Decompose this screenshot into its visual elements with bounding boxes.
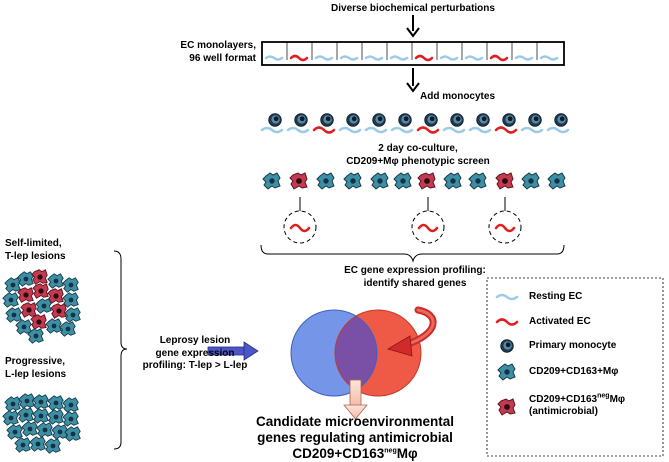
coculture-line2: CD209+Mφ phenotypic screen <box>346 156 490 167</box>
progressive-label: Progressive, L-lep lesions <box>5 355 66 381</box>
ec-profiling-label: EC gene expression profiling: identify s… <box>320 264 510 290</box>
ec-profiling-line2: identify shared genes <box>363 278 467 289</box>
candidate-line3: CD209+CD163negMφ <box>205 446 505 462</box>
well-plate <box>261 41 565 66</box>
leprosy-line1: Leprosy lesion <box>159 335 231 346</box>
candidate-line3-sup: neg <box>384 447 397 455</box>
candidate-genes-label: Candidate microenvironmental genes regul… <box>205 414 505 462</box>
selected-wells <box>283 197 522 244</box>
plate-label: EC monolayers, 96 well format <box>146 39 256 65</box>
progressive-line1: Progressive, <box>5 356 66 367</box>
llep-cluster <box>2 393 81 454</box>
add-monocytes-label: Add monocytes <box>420 91 496 102</box>
candidate-line2: genes regulating antimicrobial <box>257 430 453 445</box>
legend-resting-label: Resting EC <box>529 291 583 302</box>
leprosy-line3: profiling: T-lep > L-lep <box>142 360 248 371</box>
legend-mac-neg-label: CD209+CD163negMφ (antimicrobial) <box>529 392 626 418</box>
self-limited-line1: Self-limited, <box>5 238 62 249</box>
legend-activated-label: Activated EC <box>529 316 591 327</box>
legend-box <box>486 277 664 457</box>
legend-mac-neg-post: Mφ <box>609 394 626 405</box>
legend-mac-neg-note: (antimicrobial) <box>529 406 598 417</box>
plate-ec-waves <box>264 54 559 62</box>
plate-label-line2: 96 well format <box>189 53 256 64</box>
leprosy-profiling-label: Leprosy lesion gene expression profiling… <box>128 335 262 373</box>
lesion-brace <box>113 250 128 450</box>
perturbations-label: Diverse biochemical perturbations <box>331 3 495 14</box>
self-limited-label: Self-limited, T-lep lesions <box>5 237 66 263</box>
venn-diagram <box>290 309 422 397</box>
legend-mac-neg-sup: neg <box>597 392 610 400</box>
coculture-label: 2 day co-culture, CD209+Mφ phenotypic sc… <box>318 142 518 168</box>
candidate-line3-post: Mφ <box>396 446 418 461</box>
candidate-line3-pre: CD209+CD163 <box>292 446 385 461</box>
progressive-line2: L-lep lesions <box>5 369 67 380</box>
legend-mac-neg-line1: CD209+CD163negMφ <box>529 392 626 406</box>
tlep-cluster <box>2 269 81 344</box>
candidate-line1: Candidate microenvironmental <box>255 414 455 429</box>
macrophage-row <box>262 172 566 190</box>
ec-profiling-line1: EC gene expression profiling: <box>344 265 486 276</box>
arrow-ec-profile <box>387 306 437 357</box>
self-limited-line2: T-lep lesions <box>5 251 66 262</box>
arrow-lesion-profile <box>207 341 259 361</box>
legend-mac-neg-pre: CD209+CD163 <box>529 394 598 405</box>
arrow-candidates <box>343 379 368 420</box>
monocyte-row <box>260 113 570 134</box>
legend-monocyte-label: Primary monocyte <box>529 340 617 351</box>
leprosy-line2: gene expression <box>155 347 235 359</box>
plate-label-line1: EC monolayers, <box>180 40 256 51</box>
shared-brace <box>260 244 565 263</box>
legend-mac-pos-label: CD209+CD163+Mφ <box>529 366 619 377</box>
coculture-line1: 2 day co-culture, <box>378 143 458 154</box>
legend-symbols <box>495 293 519 416</box>
